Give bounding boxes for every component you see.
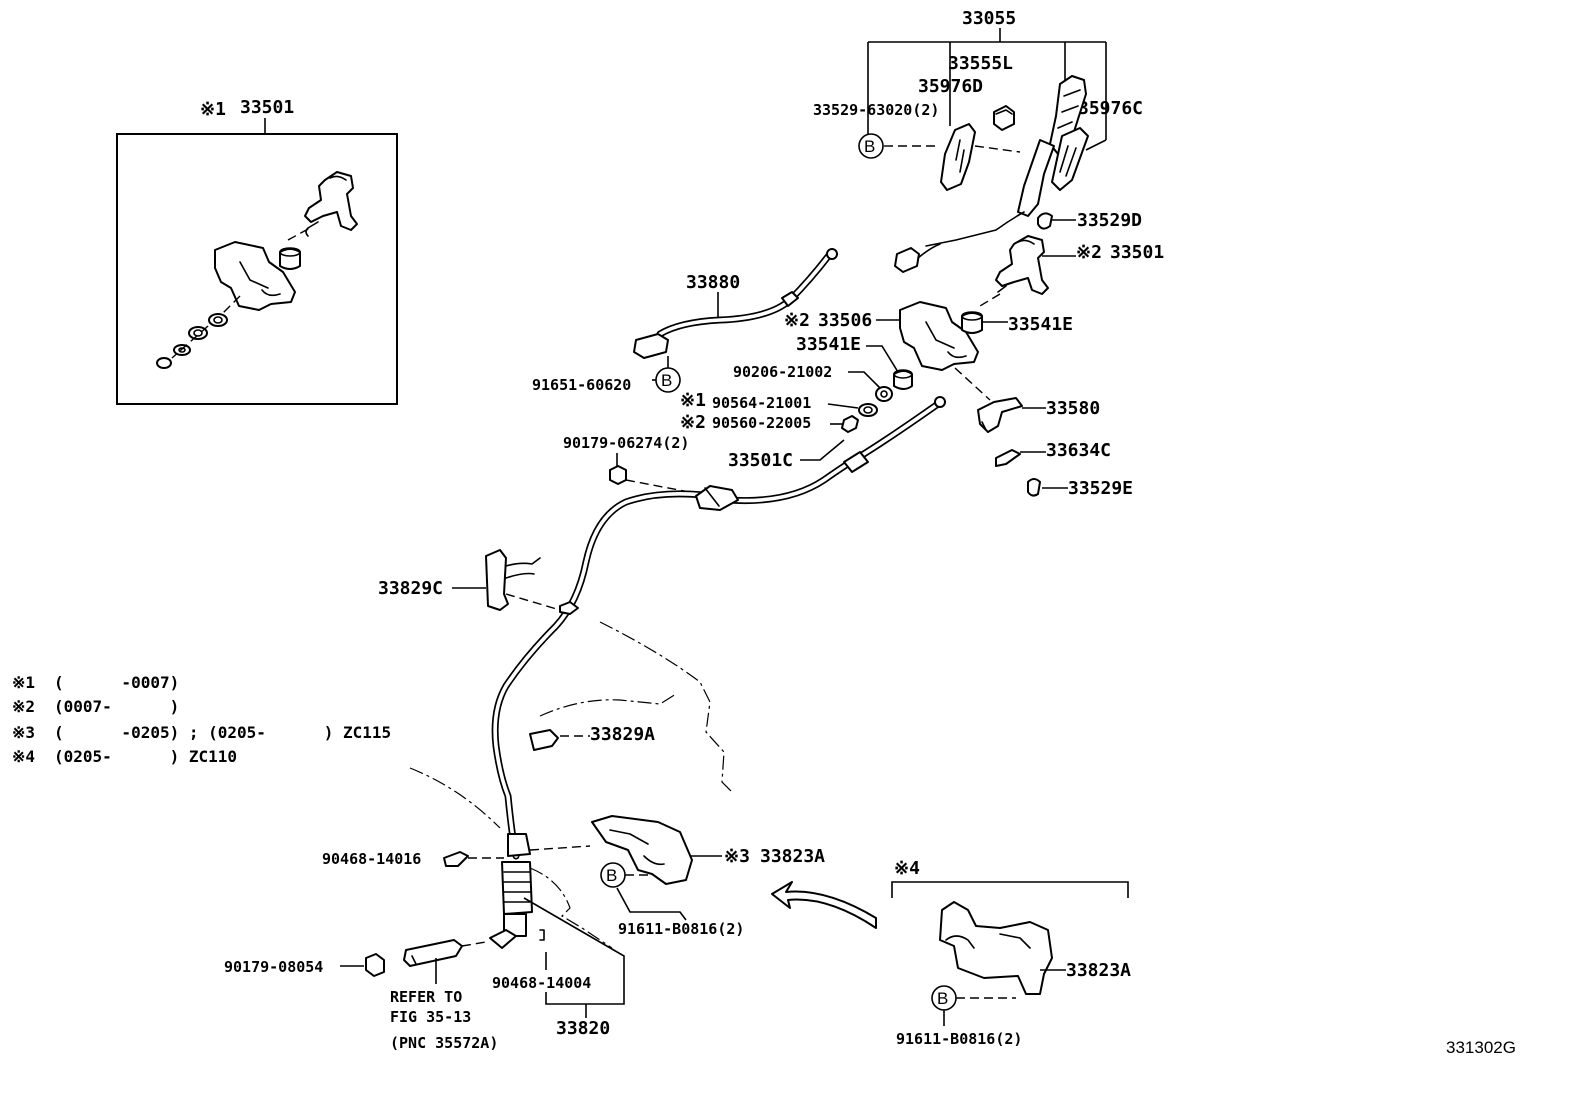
part-90206-21002: 90206-21002: [733, 363, 893, 402]
inset-bracket: [214, 241, 296, 311]
part-33501-right: ※2 33501: [979, 235, 1164, 307]
inset-box: [116, 133, 398, 405]
lever-shaft: [1017, 139, 1055, 217]
part-33880: 33880: [633, 248, 838, 359]
svg-text:B: B: [661, 371, 672, 390]
label-90468-14004: 90468-14004: [492, 974, 591, 992]
label-33555L: 33555L: [948, 53, 1013, 74]
note-3-mark: ※3: [12, 723, 35, 742]
label-33541E-right: 33541E: [1008, 314, 1073, 335]
mark-note1: ※1: [200, 99, 226, 120]
part-90468-14016: 90468-14016: [322, 850, 504, 868]
part-35976C: [1051, 127, 1089, 191]
note-1-text: ( -0007): [54, 673, 179, 692]
circle-b-top: B: [858, 133, 1021, 159]
svg-text:B: B: [937, 989, 948, 1008]
part-33506: ※2 33506: [784, 301, 991, 401]
inset-33501: ※1 33501: [116, 97, 398, 405]
label-33880: 33880: [686, 272, 740, 293]
label-33506: 33506: [818, 310, 872, 331]
label-33055: 33055: [962, 8, 1016, 29]
label-90468-14016: 90468-14016: [322, 850, 421, 868]
label-90206-21002: 90206-21002: [733, 363, 832, 381]
part-90560-22005: ※2 90560-22005: [680, 412, 859, 433]
mark-33823A-top: ※3: [724, 846, 750, 867]
inset-lever: [304, 171, 358, 231]
mark-note4: ※4: [894, 858, 920, 879]
arrow-icon: [771, 881, 877, 929]
lever-end-terminal: [894, 247, 920, 273]
part-35976D: [940, 123, 976, 191]
label-33580: 33580: [1046, 398, 1100, 419]
label-90564-21001: 90564-21001: [712, 394, 811, 412]
phantom-lines: [409, 621, 733, 949]
label-33823A-bottom: 33823A: [1066, 960, 1131, 981]
label-90560-22005: 90560-22005: [712, 414, 811, 432]
notes-block: ※1 ( -0007) ※2 (0007- ) ※3 ( -0205) ; (0…: [12, 673, 391, 766]
note-4-mark: ※4: [12, 747, 35, 766]
label-35976C: 35976C: [1078, 98, 1143, 119]
figure-id: 331302G: [1446, 1038, 1516, 1057]
part-33541E-right: 33541E: [961, 311, 1073, 335]
note-1-mark: ※1: [12, 673, 35, 692]
part-33820-cable: [489, 485, 739, 949]
part-33829A: 33829A: [529, 724, 655, 751]
part-33501C: 33501C: [724, 396, 946, 505]
svg-text:B: B: [864, 137, 875, 156]
refer-line3: (PNC 35572A): [390, 1034, 498, 1052]
inset-washer-1: [208, 313, 228, 327]
svg-text:B: B: [606, 866, 617, 885]
note-2-mark: ※2: [12, 697, 35, 716]
part-90179-06274: 90179-06274(2): [563, 434, 701, 495]
part-90564-21001: ※1 90564-21001: [680, 390, 878, 417]
refer-line2: FIG 35-13: [390, 1008, 471, 1026]
part-33823A-top: ※3 33823A: [529, 815, 825, 885]
label-33501-inset: 33501: [240, 97, 294, 118]
group-33055: 33055 33555L 35976D 33529-63020(2) 35976…: [813, 8, 1143, 140]
part-33634C: 33634C: [995, 440, 1111, 467]
part-90179-08054: 90179-08054: [224, 939, 487, 984]
note-3-text: ( -0205) ; (0205- ) ZC115: [54, 723, 391, 742]
part-33580: 33580: [977, 397, 1100, 433]
label-35976D: 35976D: [918, 76, 983, 97]
part-parking-lever: [894, 75, 1087, 273]
inset-clip: [156, 357, 172, 369]
refer-line1: REFER TO: [390, 988, 462, 1006]
label-91611-top: 91611-B0816(2): [618, 920, 744, 938]
part-33829C: 33829C: [378, 549, 561, 611]
part-33529D: 33529D: [1037, 210, 1142, 231]
note-2-text: (0007- ): [54, 697, 179, 716]
inset-bushing: [279, 248, 301, 270]
part-33555L: [993, 105, 1015, 131]
label-33634C: 33634C: [1046, 440, 1111, 461]
label-33829A: 33829A: [590, 724, 655, 745]
label-90179-08054: 90179-08054: [224, 958, 323, 976]
note-4-text: (0205- ) ZC110: [54, 747, 237, 766]
part-90468-14004: 90468-14004: [492, 929, 591, 992]
label-33501C: 33501C: [728, 450, 793, 471]
mark-33506: ※2: [784, 310, 810, 331]
label-33529-63020: 33529-63020(2): [813, 101, 939, 119]
part-91651-60620: 91651-60620 B: [532, 356, 681, 394]
label-91651-60620: 91651-60620: [532, 376, 631, 394]
label-33829C: 33829C: [378, 578, 443, 599]
label-33820: 33820: [556, 1018, 610, 1039]
refer-note: REFER TO FIG 35-13 (PNC 35572A): [390, 988, 498, 1052]
part-91611-top: B 91611-B0816(2): [600, 862, 744, 938]
label-33501-right: 33501: [1110, 242, 1164, 263]
part-33541E-left: 33541E: [796, 334, 913, 390]
label-33823A-top: 33823A: [760, 846, 825, 867]
part-33820-label: 33820: [523, 897, 625, 1039]
part-33529E: 33529E: [1027, 478, 1133, 499]
label-91611-bottom: 91611-B0816(2): [896, 1030, 1022, 1048]
label-33541E-left: 33541E: [796, 334, 861, 355]
mark-33501-right: ※2: [1076, 242, 1102, 263]
mark-90560: ※2: [680, 412, 706, 433]
mark-90564: ※1: [680, 390, 706, 411]
label-90179-06274: 90179-06274(2): [563, 434, 689, 452]
label-33529D: 33529D: [1077, 210, 1142, 231]
group-note4: ※4 33823A B 91611-B0816(2): [891, 858, 1131, 1048]
label-33529E: 33529E: [1068, 478, 1133, 499]
